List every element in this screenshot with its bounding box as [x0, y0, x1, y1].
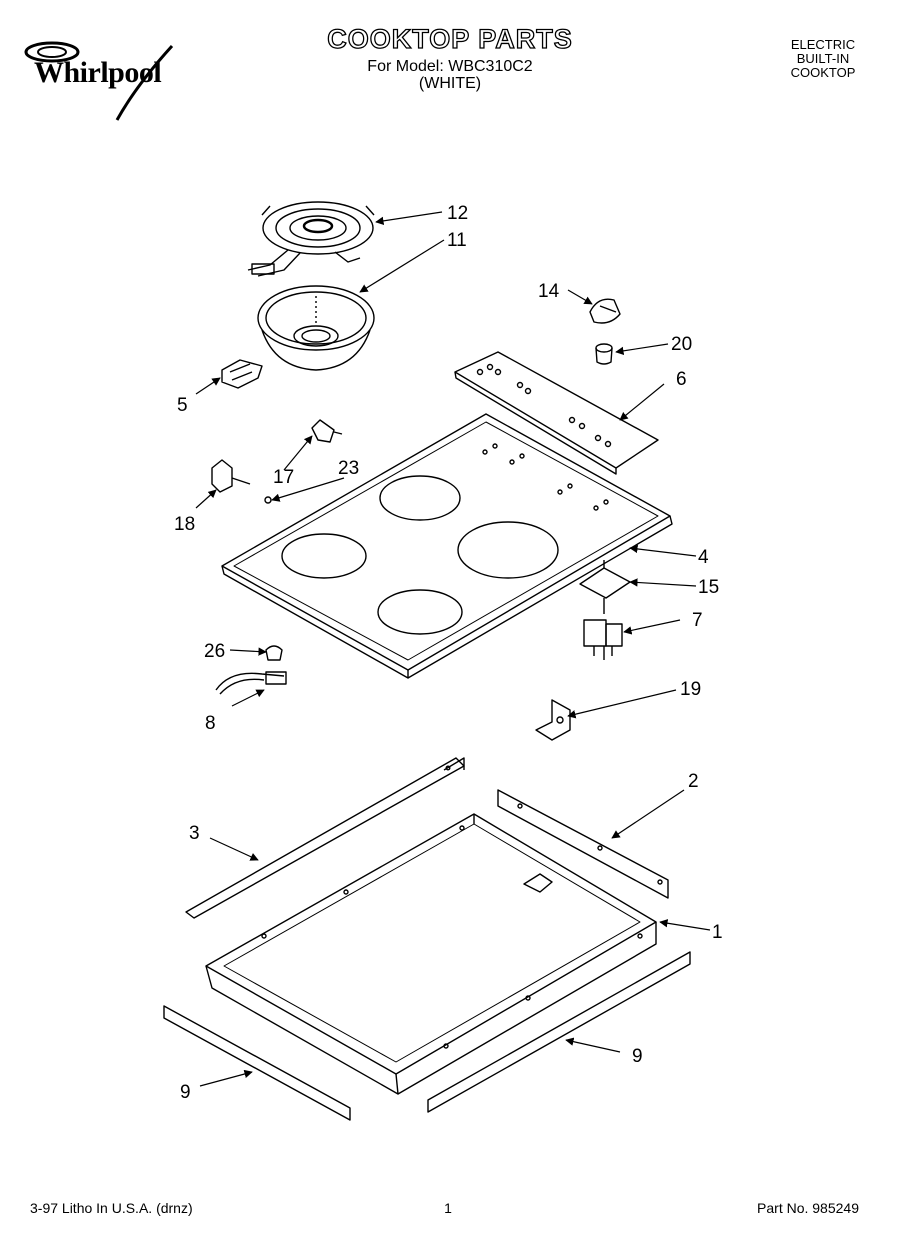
callout-11: 11 — [447, 230, 467, 251]
callout-9-right: 9 — [632, 1046, 643, 1067]
terminal-block — [265, 645, 283, 661]
callout-6: 6 — [676, 369, 687, 390]
page-number: 1 — [444, 1200, 452, 1216]
callout-26: 26 — [204, 641, 225, 662]
callout-2: 2 — [688, 771, 699, 792]
infinite-switch — [311, 419, 343, 443]
rear-bracket — [497, 789, 669, 899]
trim-strip — [185, 757, 465, 919]
color-line: (WHITE) — [418, 75, 482, 92]
page-title: COOKTOP PARTS — [327, 23, 573, 54]
callout-8: 8 — [205, 713, 216, 734]
callout-23: 23 — [338, 458, 359, 479]
leader-lines — [195, 211, 711, 1087]
control-panel — [454, 351, 659, 475]
drip-bowl — [257, 285, 375, 371]
side-strip-left — [163, 1005, 351, 1121]
callout-20: 20 — [671, 334, 692, 355]
callout-14: 14 — [538, 281, 560, 302]
callout-19: 19 — [680, 679, 701, 700]
appliance-line-2: BUILT-IN — [796, 51, 850, 66]
callout-3: 3 — [189, 823, 200, 844]
whirlpool-logo: Whirlpool — [22, 38, 182, 128]
wire-harness — [215, 671, 287, 695]
callout-15: 15 — [698, 577, 719, 598]
appliance-line-1: ELECTRIC — [790, 37, 856, 52]
callout-18: 18 — [174, 514, 195, 535]
callout-1: 1 — [712, 922, 723, 943]
callout-12: 12 — [447, 203, 468, 224]
callout-4: 4 — [698, 547, 709, 568]
model-info: For Model: WBC310C2 (WHITE) — [300, 58, 600, 92]
indicator-light — [211, 459, 251, 493]
brand-logo-text: Whirlpool — [34, 56, 162, 89]
part-number: Part No. 985249 — [757, 1200, 859, 1216]
surface-element-coil — [247, 201, 375, 277]
control-knob — [589, 298, 621, 324]
mounting-bracket — [535, 699, 571, 741]
callout-9-left: 9 — [180, 1082, 191, 1103]
element-receptacle — [221, 359, 263, 389]
mounting-screw — [264, 496, 272, 504]
litho-info: 3-97 Litho In U.S.A. (drnz) — [30, 1200, 193, 1216]
appliance-type: ELECTRIC BUILT-IN COOKTOP — [760, 38, 886, 80]
callout-17: 17 — [273, 467, 294, 488]
cooktop-main-top — [221, 413, 673, 679]
side-strip-right — [427, 951, 691, 1113]
cooktop-box — [205, 813, 657, 1095]
model-line: For Model: WBC310C2 — [367, 58, 533, 75]
logo-swirl-icon — [24, 41, 174, 121]
callout-7: 7 — [692, 610, 703, 631]
relay — [583, 619, 623, 660]
appliance-line-3: COOKTOP — [790, 65, 856, 80]
switch-bracket — [579, 560, 631, 614]
knob-insert — [595, 343, 613, 365]
callout-5: 5 — [177, 395, 188, 416]
